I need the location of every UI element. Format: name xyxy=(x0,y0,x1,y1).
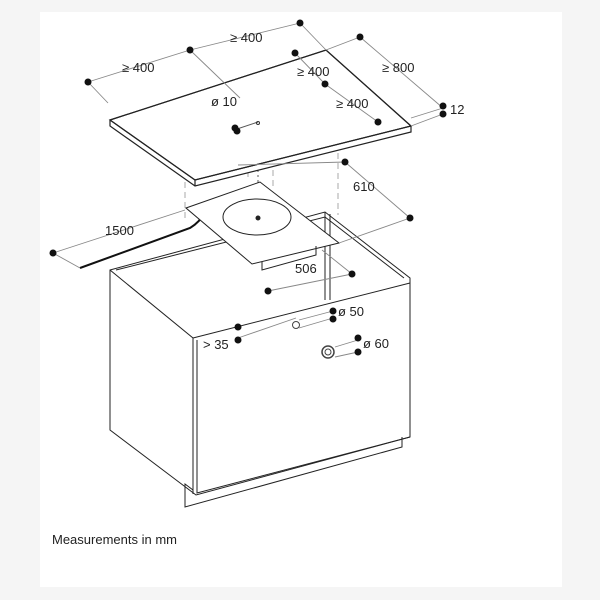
dimension-dots xyxy=(49,19,447,356)
countertop xyxy=(108,49,413,187)
dim-inner-front: ≥ 400 xyxy=(336,96,368,111)
rail-holes xyxy=(292,321,335,359)
dim-inner-back: ≥ 400 xyxy=(297,64,329,79)
dim-hole-large: ø 60 xyxy=(363,336,389,351)
pin-marker xyxy=(231,121,260,135)
dim-rail-offset: > 35 xyxy=(203,337,229,352)
dim-cutout-depth: 610 xyxy=(353,179,375,194)
dim-thickness: 12 xyxy=(450,102,464,117)
dim-counter-left: ≥ 400 xyxy=(122,60,154,75)
base-cabinet xyxy=(109,211,411,508)
dim-counter-depth: ≥ 800 xyxy=(382,60,414,75)
dimension-labels: ≥ 400 ≥ 400 ≥ 400 ≥ 400 ≥ 800 12 ø 10 61… xyxy=(105,30,464,352)
dim-hole-small: ø 50 xyxy=(338,304,364,319)
dim-counter-top: ≥ 400 xyxy=(230,30,262,45)
measurement-caption: Measurements in mm xyxy=(52,532,177,547)
dim-cable-length: 1500 xyxy=(105,223,134,238)
dimension-lines xyxy=(52,22,444,358)
dim-cutout-width: 506 xyxy=(295,261,317,276)
dim-pin-diameter: ø 10 xyxy=(211,94,237,109)
